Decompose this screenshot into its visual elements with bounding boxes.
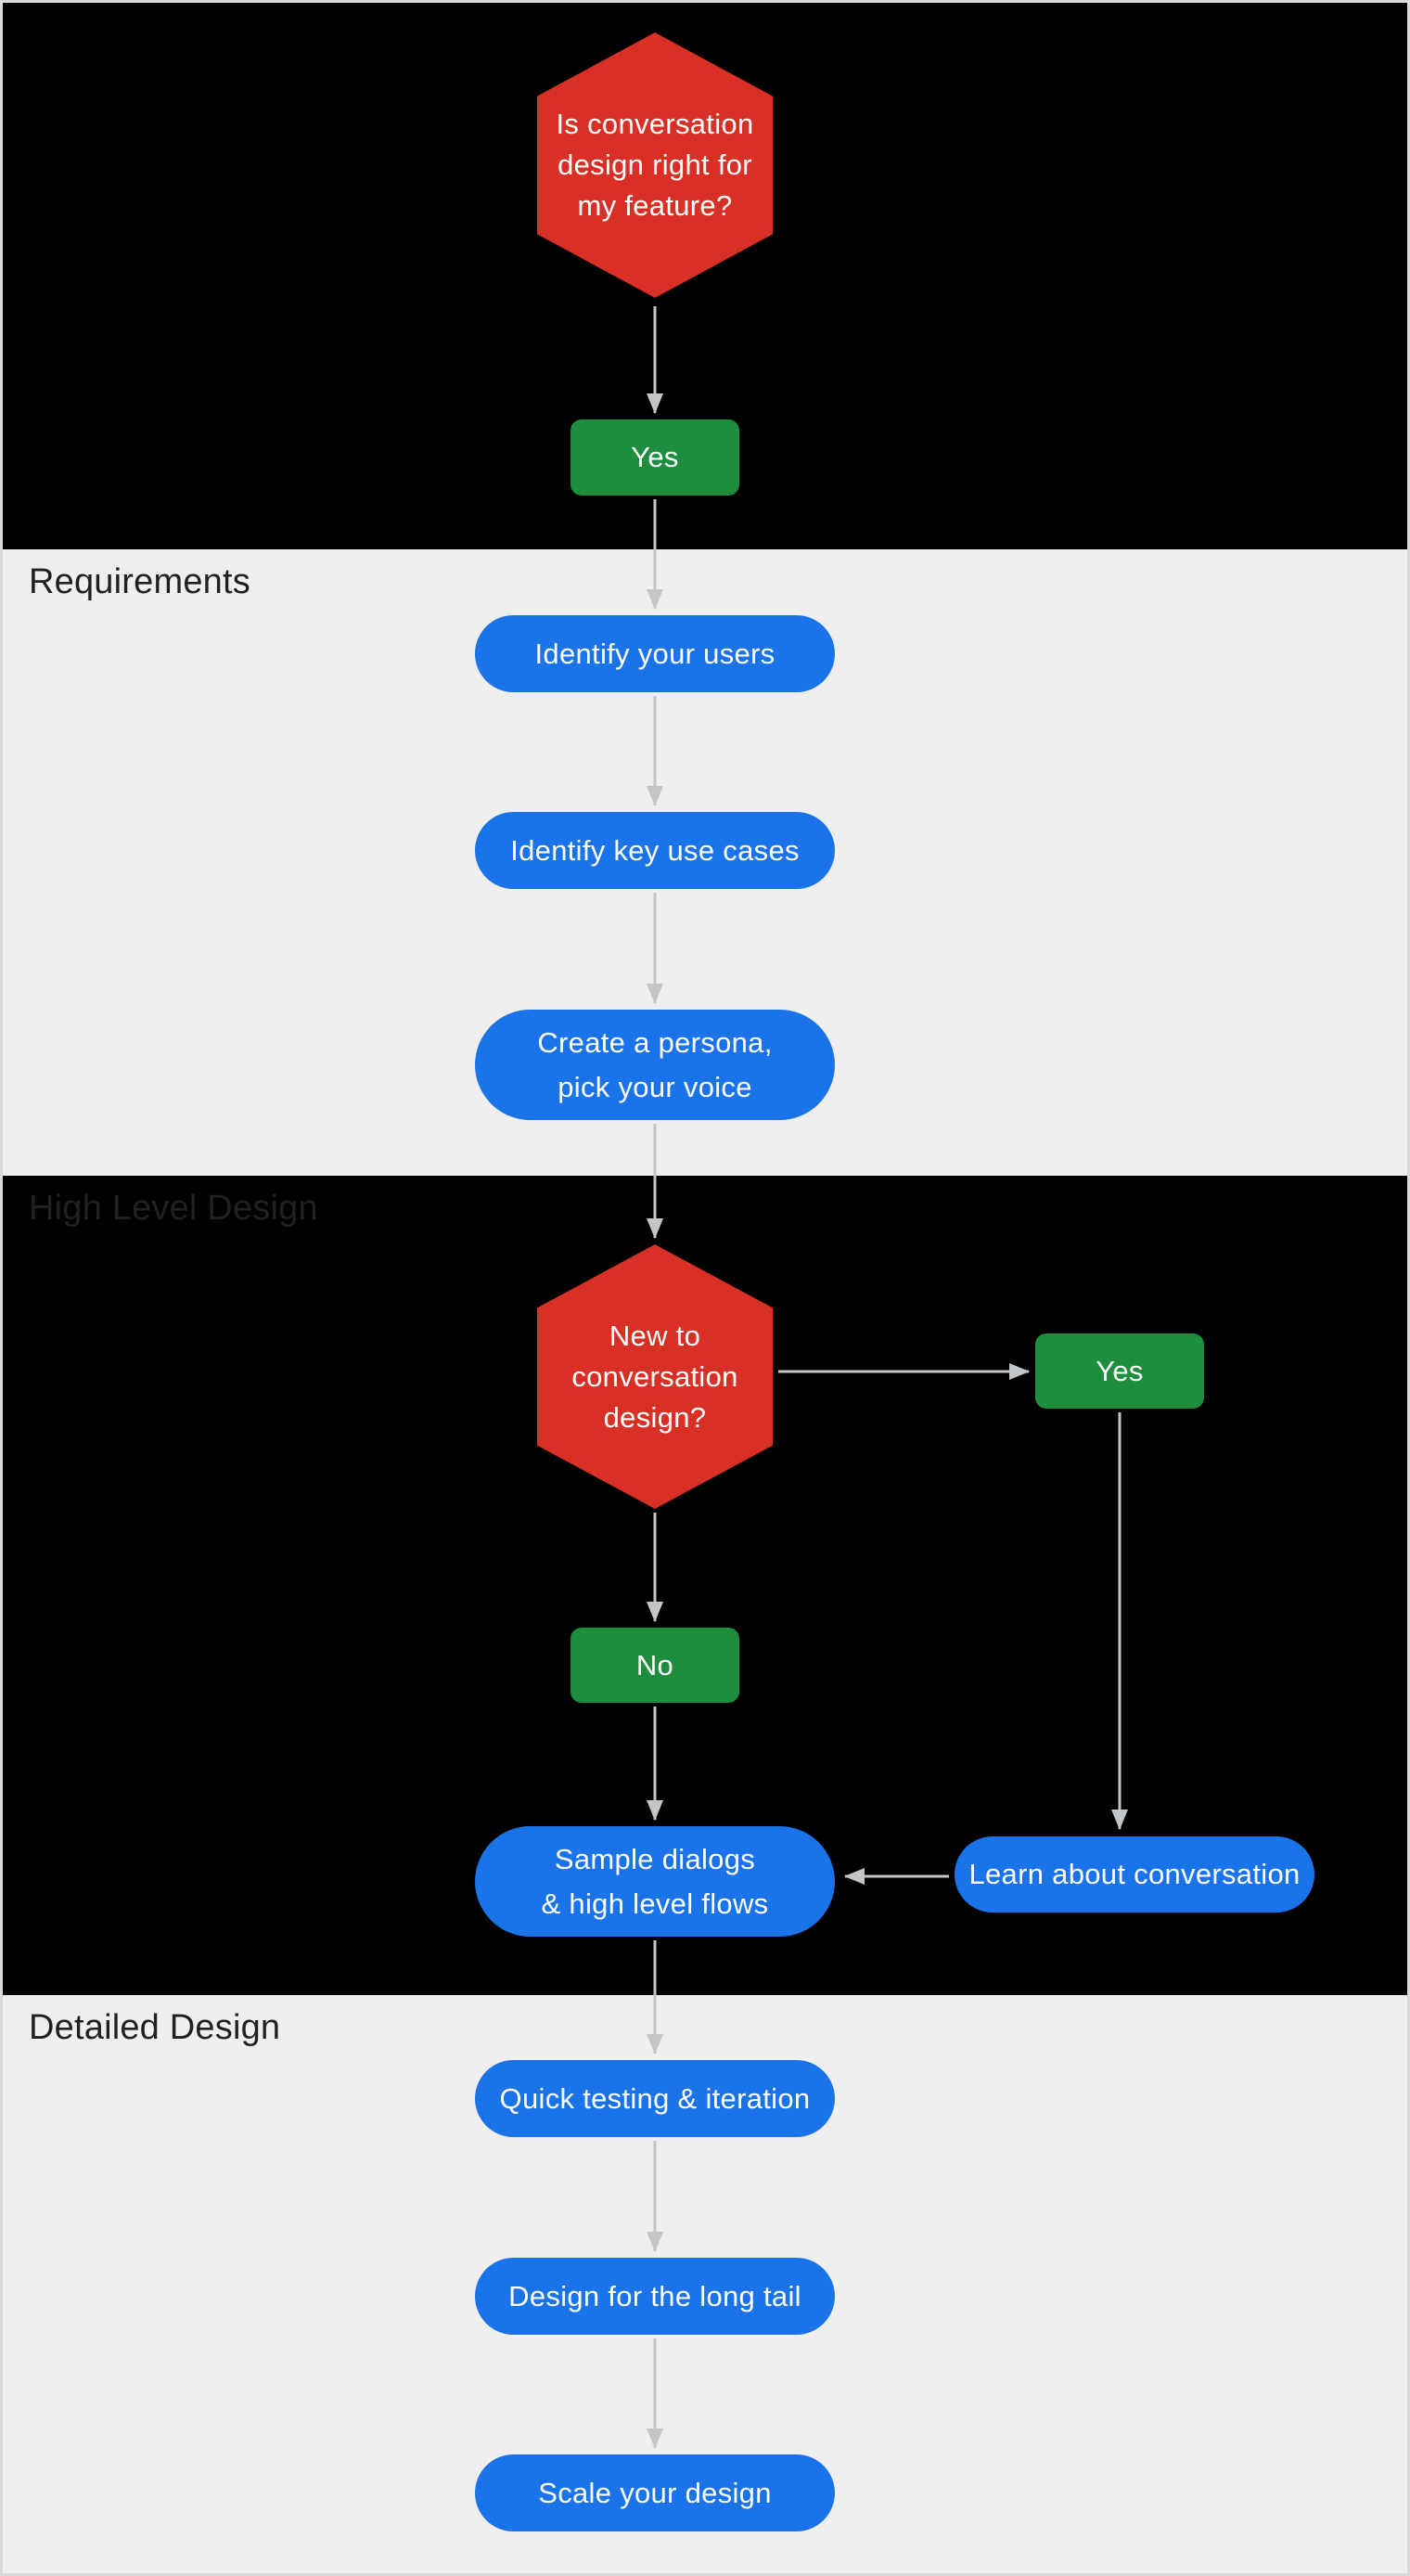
section-label-high-level-design: High Level Design <box>29 1189 318 1228</box>
step-label: Quick testing & iteration <box>499 2081 811 2115</box>
decision-new-to-conversation-design: New to conversation design? <box>537 1244 773 1509</box>
decision-line: Is conversation <box>556 108 754 140</box>
step-label: Sample dialogs <box>554 1842 756 1875</box>
step-label: pick your voice <box>558 1070 752 1103</box>
step-identify-key-use-cases-button[interactable]: Identify key use cases <box>475 812 835 889</box>
answer-label: Yes <box>631 441 679 473</box>
answer-label: No <box>635 1648 674 1681</box>
step-design-long-tail-button[interactable]: Design for the long tail <box>475 2258 835 2335</box>
answer-label: Yes <box>1096 1354 1144 1387</box>
section-label-requirements: Requirements <box>29 562 250 601</box>
step-identify-your-users-button[interactable]: Identify your users <box>475 615 835 692</box>
decision-line: New to <box>609 1319 701 1352</box>
step-label: Scale your design <box>538 2476 772 2509</box>
decision-line: my feature? <box>577 189 733 222</box>
step-label: Design for the long tail <box>508 2279 801 2312</box>
step-sample-dialogs-button[interactable]: Sample dialogs & high level flows <box>475 1826 835 1937</box>
step-label: Create a persona, <box>537 1025 773 1059</box>
step-label: Identify key use cases <box>510 833 800 867</box>
step-label: Identify your users <box>534 637 776 670</box>
step-create-persona-button[interactable]: Create a persona, pick your voice <box>475 1010 835 1120</box>
step-learn-about-conversation-button[interactable]: Learn about conversation <box>955 1836 1314 1913</box>
decision-line: conversation <box>571 1359 738 1393</box>
answer-yes-feature-button[interactable]: Yes <box>570 419 739 496</box>
decision-is-conversation-design-right: Is conversation design right for my feat… <box>537 32 773 298</box>
answer-yes-new-button[interactable]: Yes <box>1035 1333 1204 1409</box>
step-label: & high level flows <box>541 1887 769 1920</box>
decision-line: design? <box>603 1400 707 1434</box>
answer-no-button[interactable]: No <box>570 1628 739 1703</box>
step-label: Learn about conversation <box>968 1858 1301 1890</box>
step-quick-testing-button[interactable]: Quick testing & iteration <box>475 2060 835 2137</box>
decision-line: design right for <box>558 148 752 181</box>
section-label-detailed-design: Detailed Design <box>29 2008 281 2047</box>
step-scale-your-design-button[interactable]: Scale your design <box>475 2454 835 2531</box>
